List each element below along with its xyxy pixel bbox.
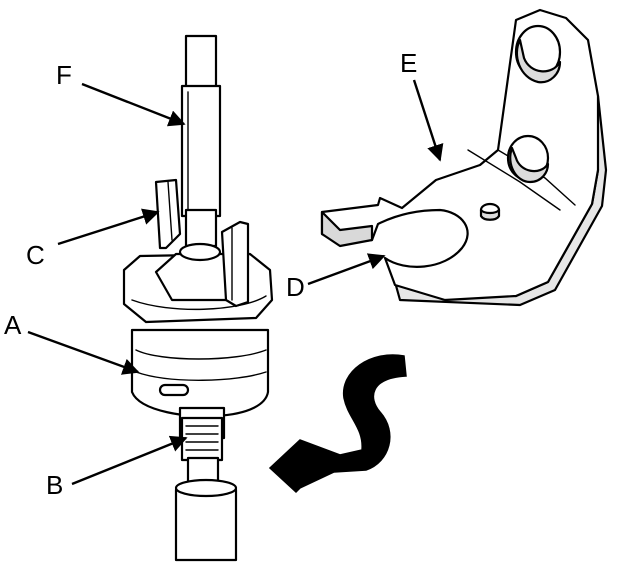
callout-c: C bbox=[26, 240, 45, 270]
leader-d bbox=[307, 253, 386, 286]
leader-b bbox=[71, 435, 188, 486]
lower-cable bbox=[174, 478, 238, 562]
upper-cable bbox=[180, 34, 222, 248]
leader-lines bbox=[27, 79, 444, 486]
bracket bbox=[320, 8, 608, 307]
leader-e bbox=[412, 79, 444, 162]
callout-b: B bbox=[46, 470, 63, 500]
callout-a: A bbox=[4, 310, 22, 340]
leader-a bbox=[27, 330, 140, 375]
rotation-arrow-icon bbox=[268, 354, 407, 494]
callout-d: D bbox=[286, 272, 305, 302]
callout-labels: F E C D A B bbox=[4, 48, 417, 500]
callout-e: E bbox=[400, 48, 417, 78]
lower-fitting bbox=[180, 416, 224, 490]
leader-f bbox=[81, 82, 186, 127]
callout-f: F bbox=[56, 60, 72, 90]
leader-c bbox=[57, 208, 160, 246]
